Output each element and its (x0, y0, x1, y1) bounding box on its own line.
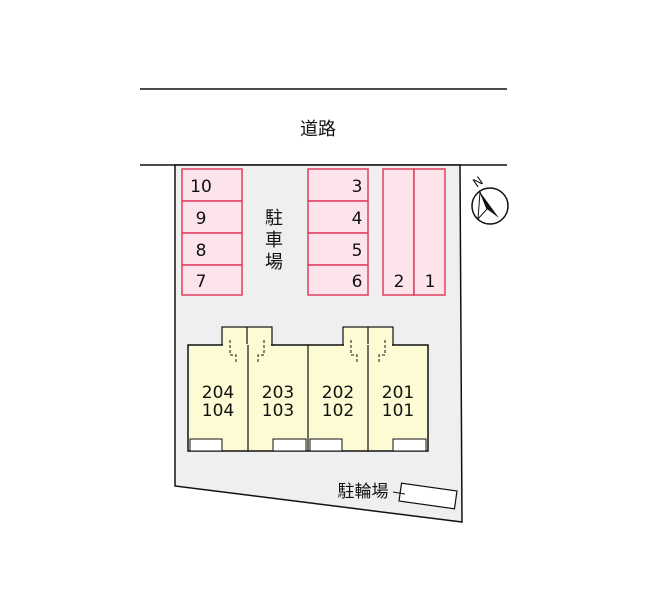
unit-201: 201 (382, 383, 414, 403)
parking-space-2 (382, 168, 415, 296)
north-compass-icon: N (470, 174, 509, 225)
unit-103: 103 (262, 401, 294, 421)
parking-label-1: 1 (425, 272, 436, 292)
parking-label-char-3: 場 (265, 252, 283, 273)
unit-203: 203 (262, 383, 294, 403)
parking-label-2: 2 (394, 272, 405, 292)
parking-label-char-1: 駐 (265, 208, 283, 229)
parking-label-4: 4 (352, 209, 363, 229)
parking-space-5 (307, 232, 369, 266)
parking-space-1 (413, 168, 446, 296)
balcony-104 (189, 438, 223, 452)
north-label: N (470, 174, 485, 191)
bicycle-parking-label: 駐輪場 (338, 482, 389, 502)
parking-space-4 (307, 200, 369, 234)
parking-label-9: 9 (196, 209, 207, 229)
parking-label-5: 5 (352, 241, 363, 261)
unit-204: 204 (202, 383, 234, 403)
parking-label-6: 6 (352, 272, 363, 292)
unit-202: 202 (322, 383, 354, 403)
parking-space-7 (181, 264, 243, 296)
balcony-103 (272, 438, 307, 452)
unit-101: 101 (382, 401, 414, 421)
parking-space-3 (307, 168, 369, 202)
parking-label-3: 3 (352, 177, 363, 197)
unit-104: 104 (202, 401, 234, 421)
bicycle-parking-area (398, 482, 458, 510)
parking-left-group: 10 9 8 7 (181, 168, 243, 296)
parking-label-char-2: 車 (265, 230, 283, 251)
parking-space-8 (181, 232, 243, 266)
balcony-101 (392, 438, 427, 452)
parking-space-10 (181, 168, 243, 202)
bicycle-parking: 駐輪場 (338, 482, 458, 510)
parking-label-10: 10 (190, 177, 212, 197)
parking-center-group: 3 4 5 6 (307, 168, 369, 296)
parking-label-8: 8 (196, 241, 207, 261)
parking-label-7: 7 (196, 272, 207, 292)
parking-space-9 (181, 200, 243, 234)
unit-102: 102 (322, 401, 354, 421)
parking-space-6 (307, 264, 369, 296)
apartment-building: 204 104 203 103 202 102 201 101 (187, 326, 429, 452)
road-label: 道路 (300, 119, 336, 140)
balcony-102 (309, 438, 343, 452)
parking-right-group: 2 1 (382, 168, 446, 296)
